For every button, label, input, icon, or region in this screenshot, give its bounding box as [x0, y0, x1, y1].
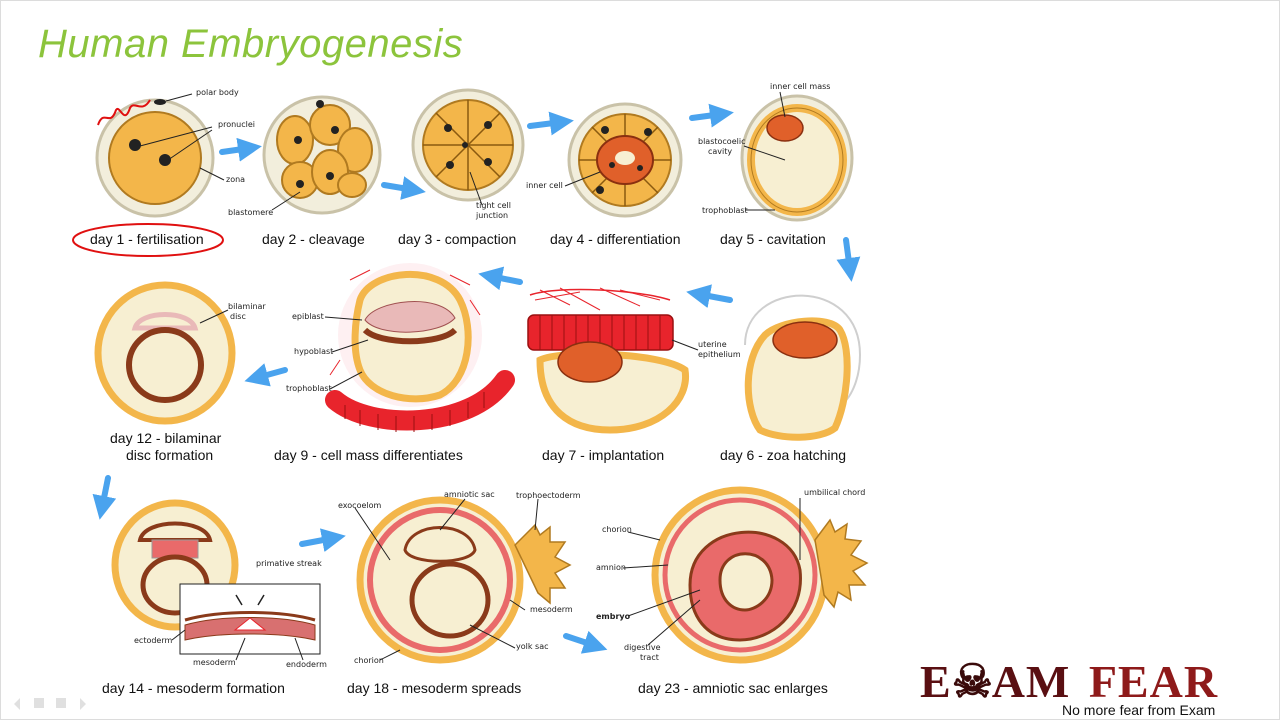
day3-compaction-illustration [411, 88, 525, 206]
stage-label-day23: day 23 - amniotic sac enlarges [638, 680, 828, 696]
ann-ectoderm: ectoderm [134, 636, 173, 645]
ann-blastocoelic: blastocoelic [698, 137, 746, 146]
stage-label-day1: day 1 - fertilisation [90, 231, 204, 247]
examfear-logo: E☠AM FEAR No more fear from Exam [920, 654, 1270, 720]
ann-zona: zona [226, 175, 246, 184]
arrow-left-2 [478, 266, 523, 291]
day5-cavitation-illustration [740, 91, 854, 222]
day2-cleavage-illustration [262, 95, 382, 215]
ann-endoderm: endoderm [286, 660, 327, 669]
prev-icon [14, 698, 20, 710]
ann-trophoblast-2: trophoblast [286, 384, 332, 393]
slides-icon [56, 698, 66, 708]
ann-primative-streak: primative streak [256, 559, 322, 568]
ann-blastomere: blastomere [228, 208, 274, 217]
day9-illustration [324, 263, 515, 432]
pen-icon [34, 698, 44, 708]
arrow-down-2 [92, 475, 117, 520]
skull-icon: ☠ [951, 656, 994, 707]
ann-tight-cell: tight cell [476, 201, 511, 210]
page-title: Human Embryogenesis [38, 22, 464, 66]
ann-mesoderm-2: mesoderm [530, 605, 573, 614]
arrow-right-6 [563, 630, 608, 654]
logo-tagline: No more fear from Exam [1062, 702, 1216, 718]
stage-label-day12-line2: disc formation [126, 447, 214, 463]
day12-illustration [94, 281, 236, 425]
stage-label-day6: day 6 - zoa hatching [720, 447, 847, 463]
next-icon [80, 698, 86, 710]
day18-illustration [354, 496, 572, 664]
arrow-left-3 [244, 363, 288, 387]
ann-mesoderm: mesoderm [193, 658, 236, 667]
ann-disc: disc [230, 312, 246, 321]
arrow-right-5 [299, 528, 346, 553]
day4-differentiation-illustration [564, 102, 683, 218]
ann-hypoblast: hypoblast [294, 347, 334, 356]
arrow-left-1 [686, 284, 733, 309]
day14-illustration [111, 499, 321, 661]
arrow-right-3 [527, 111, 574, 136]
arrow-right-4 [689, 103, 734, 128]
ann-tract: tract [640, 653, 659, 662]
stage-label-day5: day 5 - cavitation [720, 231, 826, 247]
ann-umbilical-chord: umbilical chord [804, 488, 866, 497]
ann-bilaminar: bilaminar [228, 302, 266, 311]
ann-epithelium: epithelium [698, 350, 741, 359]
arrow-right-2 [381, 176, 426, 200]
logo-wordmark: E☠AM FEAR [920, 656, 1219, 707]
ann-chorion: chorion [354, 656, 384, 665]
flow-arrows [92, 103, 861, 654]
ann-digestive: digestive [624, 643, 661, 652]
ann-cavity: cavity [708, 147, 733, 156]
stage-label-day12-line1: day 12 - bilaminar [110, 430, 222, 446]
ann-embryo: embryo [596, 612, 631, 621]
ann-uterine: uterine [698, 340, 727, 349]
ann-amnion: amnion [596, 563, 626, 572]
stage-label-day9: day 9 - cell mass differentiates [274, 447, 463, 463]
ann-epiblast: epiblast [292, 312, 324, 321]
stage-label-day14: day 14 - mesoderm formation [102, 680, 285, 696]
ann-trophoectoderm: trophoectoderm [516, 491, 581, 500]
arrow-right-1 [219, 137, 262, 162]
day6-hatching-illustration [744, 294, 862, 441]
ann-yolk-sac: yolk sac [516, 642, 549, 651]
ann-chorion-2: chorion [602, 525, 632, 534]
stage-label-day4: day 4 - differentiation [550, 231, 681, 247]
ann-inner-cell-mass: inner cell mass [770, 82, 831, 91]
day23-illustration [622, 486, 869, 664]
day7-implantation-illustration [527, 287, 699, 434]
ann-exocoelom: exocoelom [338, 501, 382, 510]
ann-trophoblast: trophoblast [702, 206, 748, 215]
day1-zygote-illustration [72, 93, 225, 257]
stage-label-day3: day 3 - compaction [398, 231, 517, 247]
ann-junction: junction [476, 211, 509, 220]
ann-pronuclei: pronuclei [218, 120, 255, 129]
stage-label-day7: day 7 - implantation [542, 447, 665, 463]
arrow-down-1 [836, 237, 861, 282]
ann-inner-cell: inner cell [526, 181, 563, 190]
ann-amniotic-sac: amniotic sac [444, 490, 495, 499]
presentation-toolbar[interactable] [10, 690, 130, 710]
stage-label-day2: day 2 - cleavage [262, 231, 365, 247]
stage-label-day18: day 18 - mesoderm spreads [347, 680, 522, 696]
ann-polar-body: polar body [196, 88, 239, 97]
